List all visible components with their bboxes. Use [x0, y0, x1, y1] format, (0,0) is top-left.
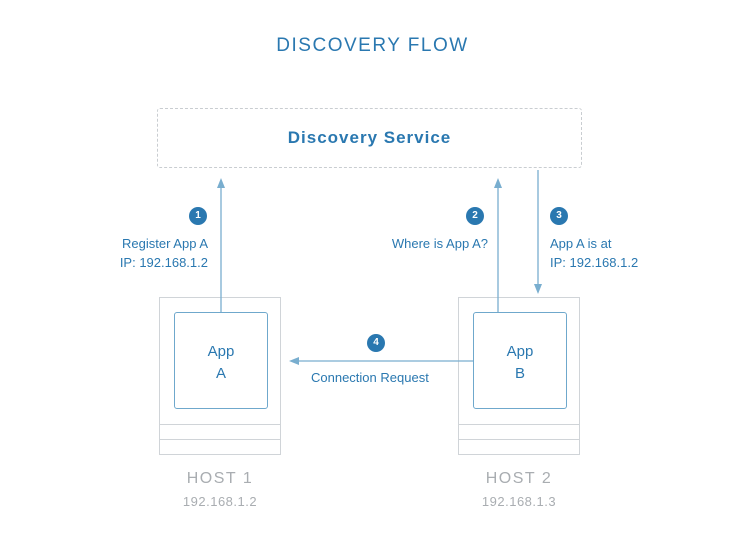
app-a-box: App A	[174, 312, 268, 409]
diagram-title: DISCOVERY FLOW	[276, 35, 469, 56]
app-b-line1: App	[506, 343, 534, 360]
step-1-line2: IP: 192.168.1.2	[119, 255, 208, 270]
step-2-label: Where is App A?	[392, 234, 488, 253]
host-1-name: HOST 1	[186, 470, 254, 487]
arrow-step-3-head	[534, 284, 542, 294]
step-3-line2: IP: 192.168.1.2	[550, 255, 639, 270]
host-1-ip: 192.168.1.2	[182, 494, 258, 509]
arrow-step-2-head	[494, 178, 502, 188]
step-4-label: Connection Request	[311, 368, 429, 387]
arrow-step-4-head	[289, 357, 299, 365]
step-3-line1: App A is at	[550, 236, 612, 251]
app-a-line2: A	[215, 365, 226, 382]
discovery-service-box	[157, 108, 582, 168]
app-a-line1: App	[207, 343, 235, 360]
step-1-line1: Register App A	[122, 236, 208, 251]
host-2-ip: 192.168.1.3	[481, 494, 557, 509]
app-b-box: App B	[473, 312, 567, 409]
step-1-badge: 1	[189, 207, 207, 225]
step-2-badge: 2	[466, 207, 484, 225]
host-2-name: HOST 2	[485, 470, 553, 487]
arrow-step-1-head	[217, 178, 225, 188]
step-2-line1: Where is App A?	[391, 236, 488, 251]
step-3-badge: 3	[550, 207, 568, 225]
app-b-line2: B	[514, 365, 525, 382]
step-4-line1: Connection Request	[311, 370, 429, 385]
discovery-service-label: Discovery Service	[287, 128, 452, 147]
step-3-label: App A is at IP: 192.168.1.2	[550, 234, 638, 272]
step-4-badge: 4	[367, 334, 385, 352]
step-1-label: Register App A IP: 192.168.1.2	[120, 234, 208, 272]
